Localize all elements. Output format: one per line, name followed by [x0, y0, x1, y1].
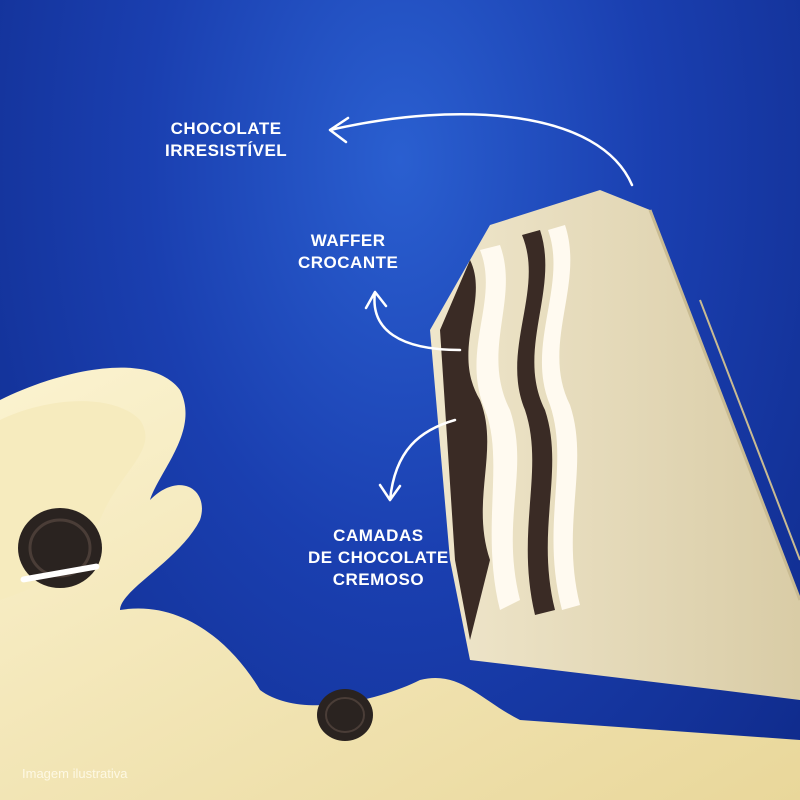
label-line: CHOCOLATE — [170, 119, 282, 138]
wafer-bar — [430, 190, 800, 700]
arrow-waffer-icon — [364, 290, 462, 352]
label-line: CROCANTE — [298, 253, 399, 272]
label-camadas: CAMADAS DE CHOCOLATE CREMOSO — [308, 525, 449, 591]
arrow-chocolate-icon — [328, 113, 634, 187]
oreo-cookie-icon — [18, 508, 102, 588]
arrow-camadas-icon — [378, 418, 457, 502]
label-line: CAMADAS — [333, 526, 424, 545]
label-waffer-crocante: WAFFER CROCANTE — [298, 230, 398, 274]
caption: Imagem ilustrativa — [22, 766, 128, 781]
label-chocolate-irresistivel: CHOCOLATE IRRESISTÍVEL — [165, 118, 287, 162]
oreo-cookie-icon — [317, 689, 373, 741]
label-line: WAFFER — [310, 231, 386, 250]
label-line: CREMOSO — [332, 570, 425, 589]
label-line: DE CHOCOLATE — [308, 548, 449, 567]
white-chocolate-swirl — [0, 367, 800, 800]
label-line: IRRESISTÍVEL — [165, 141, 288, 160]
